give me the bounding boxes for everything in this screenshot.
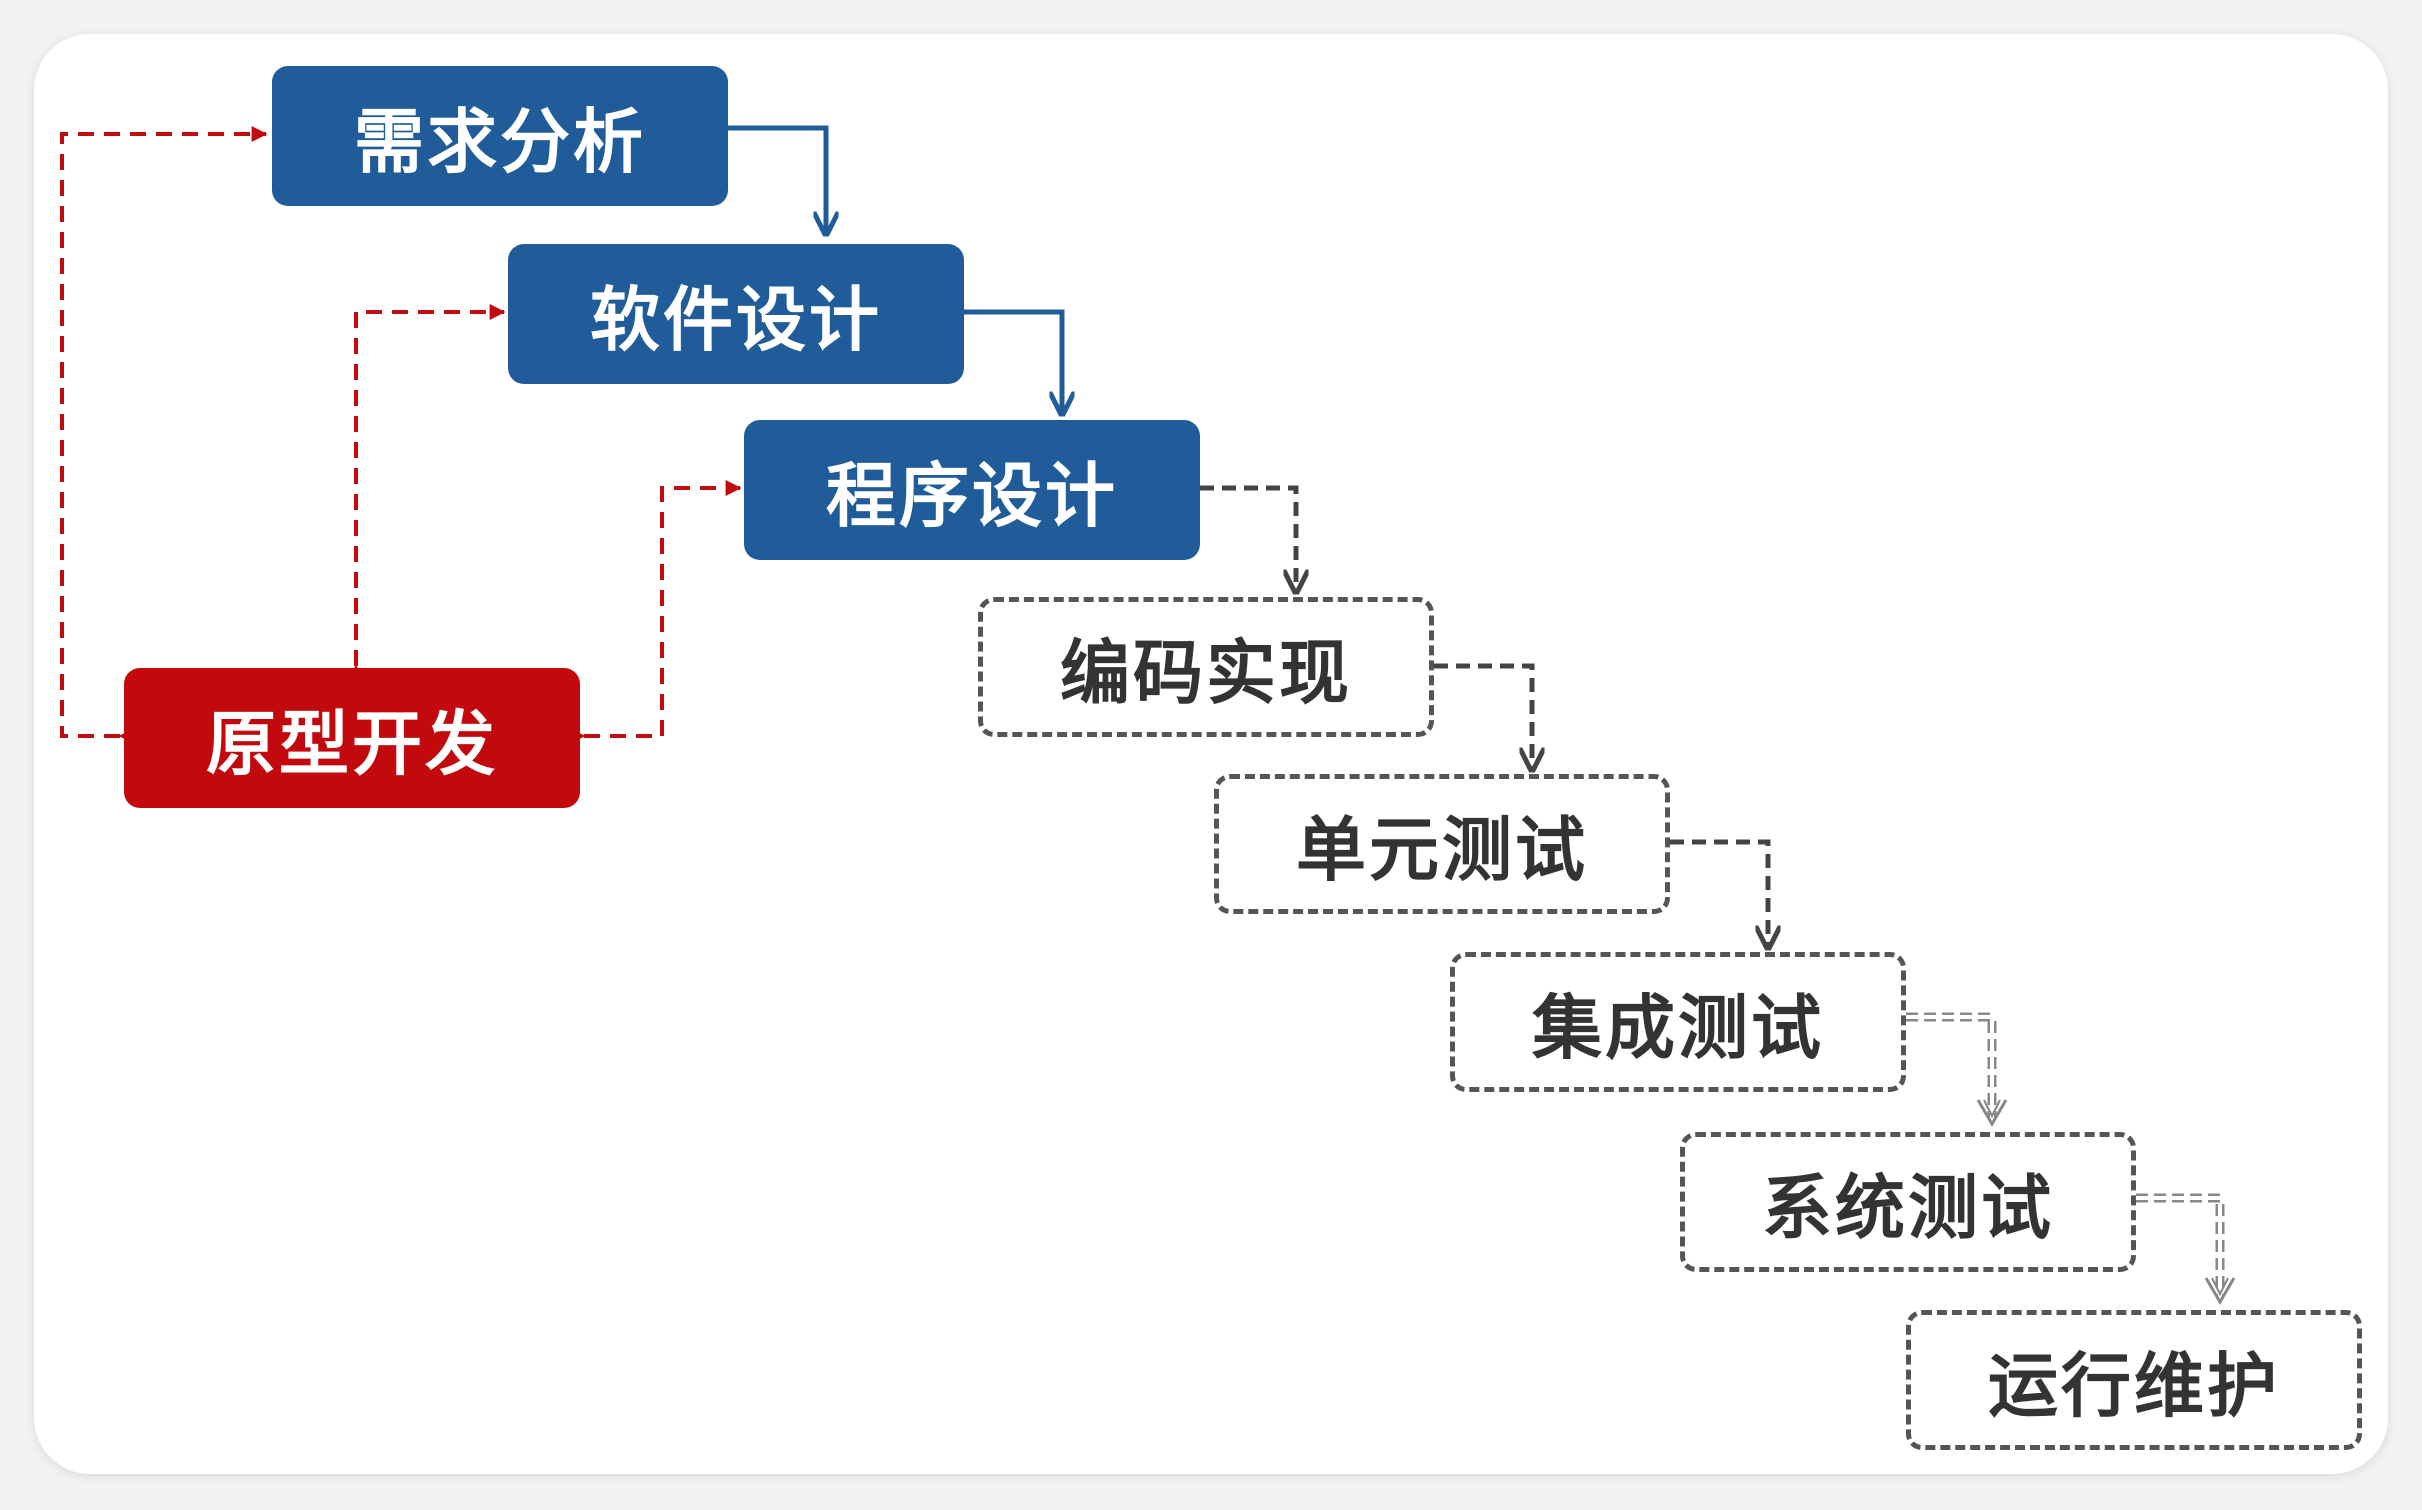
stage-system-testing: 系统测试 <box>1680 1132 2136 1272</box>
stage-coding: 编码实现 <box>978 597 1434 737</box>
flow-arrow-unit-to-integration-test <box>1670 839 1768 948</box>
stage-label: 编码实现 <box>1060 631 1352 714</box>
stage-label: 运行维护 <box>1988 1344 2280 1427</box>
stage-integration-testing: 集成测试 <box>1450 952 1906 1092</box>
stage-requirements-analysis: 需求分析 <box>272 66 728 206</box>
flow-arrow-system-test-to-maintenance <box>2136 1193 2236 1305</box>
stage-prototype-development: 原型开发 <box>124 668 580 808</box>
stage-label: 系统测试 <box>1762 1166 2054 1249</box>
stage-unit-testing: 单元测试 <box>1214 774 1670 914</box>
stage-label: 程序设计 <box>826 454 1118 537</box>
stage-label: 需求分析 <box>354 100 646 183</box>
flow-arrow-design-to-programming <box>964 309 1062 414</box>
stage-label: 集成测试 <box>1532 986 1824 1069</box>
feedback-arrow-prototype-design <box>348 304 506 681</box>
stage-program-design: 程序设计 <box>744 420 1200 560</box>
flow-arrow-integration-to-system-test <box>1906 1012 2008 1127</box>
flow-arrow-analysis-to-design <box>728 125 826 234</box>
stage-operation-maintenance: 运行维护 <box>1906 1310 2362 1450</box>
feedback-arrow-prototype-programming <box>569 480 742 744</box>
stage-label: 原型开发 <box>206 702 498 785</box>
feedback-arrow-prototype-analysis <box>60 126 268 744</box>
flow-arrow-programming-to-coding <box>1200 485 1296 592</box>
stage-software-design: 软件设计 <box>508 244 964 384</box>
flow-arrow-coding-to-unit-test <box>1434 663 1532 770</box>
stage-label: 单元测试 <box>1296 808 1588 891</box>
stage-label: 软件设计 <box>590 278 882 361</box>
